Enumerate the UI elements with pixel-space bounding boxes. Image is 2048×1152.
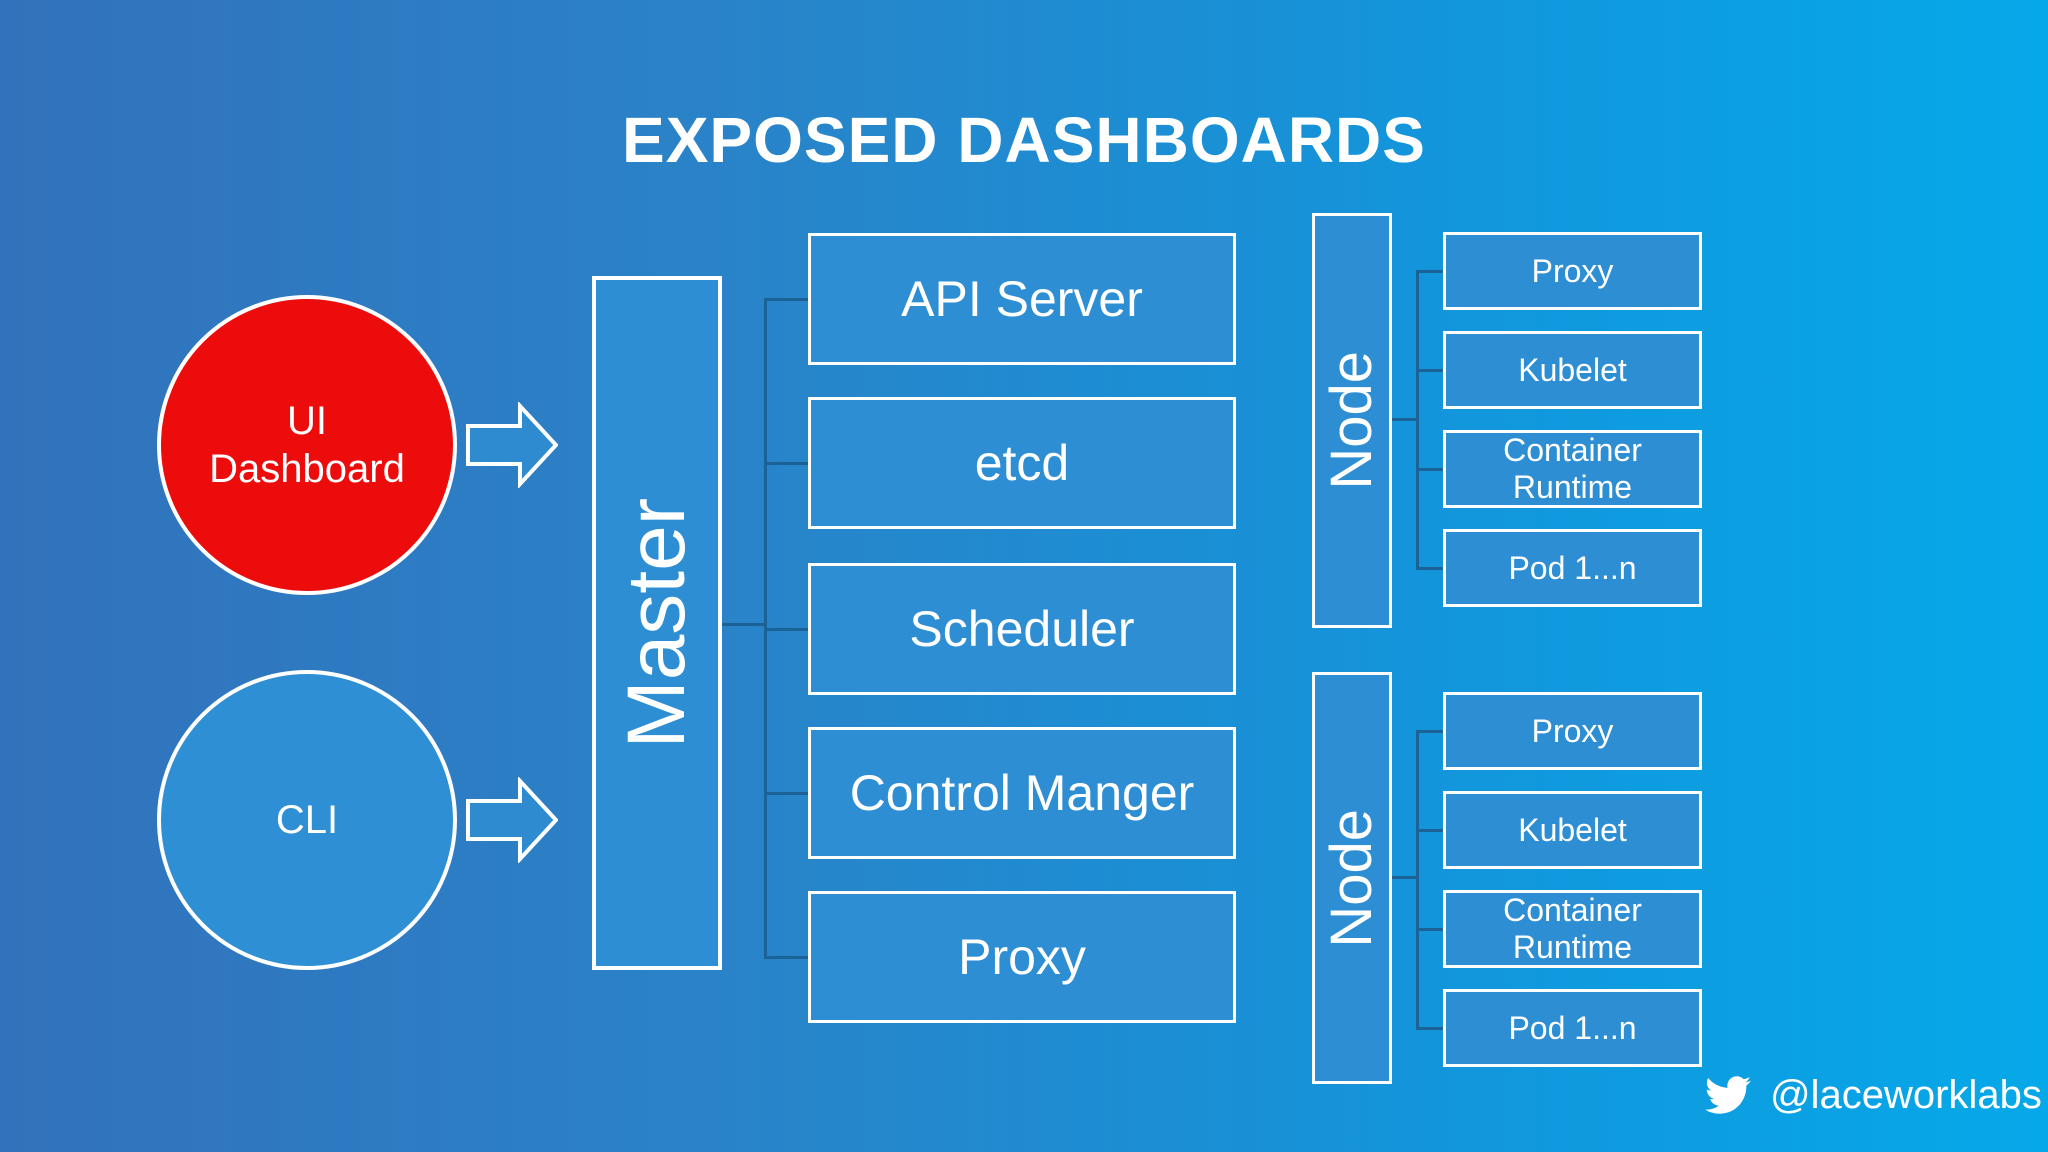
cli-circle: CLI bbox=[157, 670, 457, 970]
footer: @laceworklabs bbox=[1700, 1072, 2042, 1118]
ui-dashboard-label: UI Dashboard bbox=[209, 399, 405, 491]
connector-branch-control-manger bbox=[764, 792, 808, 795]
api-server-label: API Server bbox=[901, 271, 1143, 327]
node1-box: Node bbox=[1312, 213, 1392, 628]
proxy-label: Proxy bbox=[958, 929, 1086, 985]
node1-box-proxy: Proxy bbox=[1443, 232, 1702, 310]
master-box: Master bbox=[592, 276, 722, 970]
connector-node2-trunk bbox=[1392, 876, 1418, 879]
node2-kubelet-label: Kubelet bbox=[1518, 811, 1627, 848]
cli-label: CLI bbox=[275, 798, 339, 842]
box-scheduler: Scheduler bbox=[808, 563, 1236, 695]
scheduler-label: Scheduler bbox=[909, 601, 1135, 657]
node1-container-runtime-label: Container Runtime bbox=[1503, 432, 1642, 505]
node2-box: Node bbox=[1312, 672, 1392, 1084]
connector-trunk-node1 bbox=[1416, 270, 1419, 570]
right-arrow-icon bbox=[466, 777, 558, 863]
node1-kubelet-label: Kubelet bbox=[1518, 351, 1627, 388]
node1-label: Node bbox=[1319, 351, 1384, 490]
connector-branch-etcd bbox=[764, 462, 808, 465]
box-control-manger: Control Manger bbox=[808, 727, 1236, 859]
node1-proxy-label: Proxy bbox=[1531, 252, 1614, 289]
connector-branch-node1-proxy bbox=[1416, 270, 1443, 273]
node2-box-proxy: Proxy bbox=[1443, 692, 1702, 770]
connector-master-trunk bbox=[722, 623, 765, 626]
node2-proxy-label: Proxy bbox=[1531, 712, 1614, 749]
connector-branch-node2-container-runtime bbox=[1416, 928, 1443, 931]
ui-dashboard-circle: UI Dashboard bbox=[157, 295, 457, 595]
connector-branch-node1-kubelet bbox=[1416, 369, 1443, 372]
connector-branch-api-server bbox=[764, 298, 808, 301]
etcd-label: etcd bbox=[974, 435, 1070, 491]
node2-container-runtime-label: Container Runtime bbox=[1503, 892, 1642, 965]
box-etcd: etcd bbox=[808, 397, 1236, 529]
node2-pod-label: Pod 1...n bbox=[1508, 1009, 1637, 1046]
box-api-server: API Server bbox=[808, 233, 1236, 365]
connector-trunk-node2 bbox=[1416, 730, 1419, 1030]
node1-pod-label: Pod 1...n bbox=[1508, 549, 1637, 586]
node2-label: Node bbox=[1319, 808, 1384, 948]
node2-box-kubelet: Kubelet bbox=[1443, 791, 1702, 869]
twitter-handle: @laceworklabs bbox=[1770, 1072, 2042, 1117]
node1-box-kubelet: Kubelet bbox=[1443, 331, 1702, 409]
page-title: EXPOSED DASHBOARDS bbox=[622, 104, 1426, 176]
node2-box-pod: Pod 1...n bbox=[1443, 989, 1702, 1067]
connector-branch-node2-kubelet bbox=[1416, 829, 1443, 832]
connector-branch-scheduler bbox=[764, 628, 808, 631]
connector-branch-node1-pod bbox=[1416, 567, 1443, 570]
connector-branch-node2-proxy bbox=[1416, 730, 1443, 733]
node1-box-container-runtime: Container Runtime bbox=[1443, 430, 1702, 508]
box-proxy: Proxy bbox=[808, 891, 1236, 1023]
connector-branch-node2-pod bbox=[1416, 1027, 1443, 1030]
node1-box-pod: Pod 1...n bbox=[1443, 529, 1702, 607]
connector-node1-trunk bbox=[1392, 418, 1418, 421]
control-manger-label: Control Manger bbox=[849, 765, 1195, 821]
right-arrow-icon bbox=[466, 402, 558, 488]
connector-branch-proxy bbox=[764, 956, 808, 959]
twitter-bird-icon bbox=[1705, 1076, 1751, 1114]
master-label: Master bbox=[611, 497, 702, 749]
connector-branch-node1-container-runtime bbox=[1416, 468, 1443, 471]
node2-box-container-runtime: Container Runtime bbox=[1443, 890, 1702, 968]
